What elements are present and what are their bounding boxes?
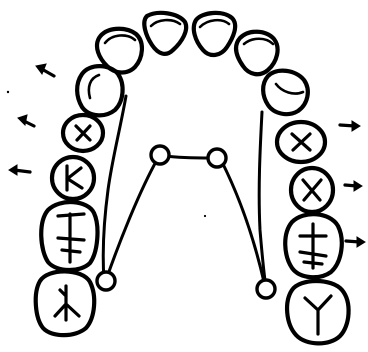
right-palatal-arm (222, 162, 264, 282)
stray-mark (7, 91, 9, 93)
right-second-molar (287, 281, 349, 343)
left-palatal-arm (106, 158, 158, 280)
left-first-molar (41, 202, 97, 270)
stray-mark (204, 215, 206, 217)
right-canine (263, 71, 308, 114)
right-arrow-upper (340, 121, 360, 131)
left-first-premolar (63, 115, 103, 151)
left-arrow-upper (36, 64, 54, 76)
right-second-premolar (291, 168, 333, 212)
anterior-connector (166, 156, 212, 158)
right-central-incisor (194, 13, 235, 55)
right-molar-band (257, 280, 275, 298)
right-arrow-lower (346, 237, 365, 247)
right-arrow-middle (345, 181, 362, 191)
right-first-molar (285, 214, 342, 277)
left-canine (77, 66, 122, 115)
left-second-premolar (52, 157, 94, 199)
right-lateral-incisor (236, 32, 278, 74)
left-anterior-loop (151, 146, 169, 164)
right-anterior-loop (208, 149, 226, 167)
left-second-molar (36, 271, 94, 335)
left-central-incisor (144, 13, 186, 54)
right-first-premolar (277, 122, 325, 162)
left-arrow-middle (18, 115, 34, 126)
left-molar-band (97, 272, 115, 290)
left-arrow-lower (9, 165, 30, 175)
